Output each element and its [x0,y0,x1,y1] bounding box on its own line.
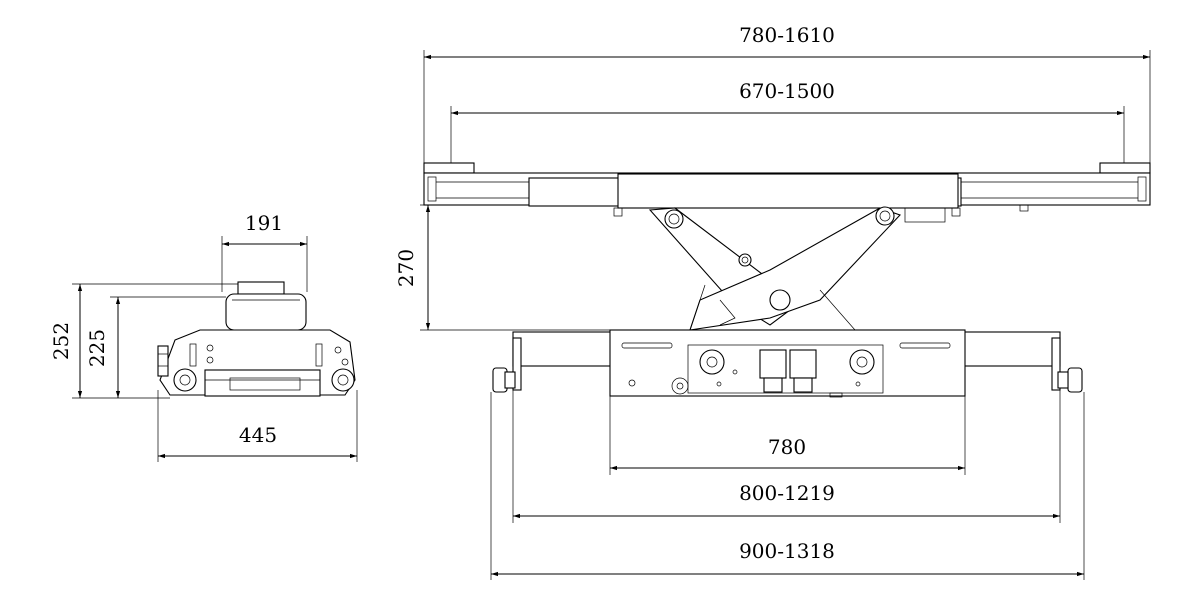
side-top-pad [237,281,285,295]
dim-800-1219: 800-1219 [739,481,835,505]
front-base-body [609,329,966,397]
dim-252: 252 [49,322,73,360]
dim-900-1318: 900-1318 [739,539,835,563]
release-knob-right [849,349,875,375]
front-wheel-right [1067,367,1083,393]
front-center-beam [617,173,959,209]
dim-445: 445 [239,423,277,447]
pivot-top-left [664,209,684,229]
pump-block-left [759,349,787,379]
side-bottom-beam [204,369,321,397]
side-view: 191 252 225 445 [49,211,358,462]
dim-225: 225 [85,329,109,367]
dim-670-1500: 670-1500 [739,79,835,103]
scissor-arm-right [689,207,901,331]
pivot-center [769,289,791,311]
dim-270: 270 [394,249,418,287]
front-pad-right [1099,162,1151,174]
side-wheel-right [331,368,355,392]
release-knob-left [699,349,725,375]
pump-block-right [789,349,817,379]
side-handle [157,345,169,377]
dim-191: 191 [245,211,283,235]
front-view: 780-1610 670-1500 270 780 800-1219 900-1… [394,23,1151,580]
side-top-cushion [225,293,307,331]
pivot-top-right [875,206,895,226]
side-wheel-left [173,368,197,392]
pivot-hydraulic [738,253,752,267]
front-pad-left [423,162,475,174]
dim-780-1610: 780-1610 [739,23,835,47]
dim-780: 780 [768,435,806,459]
